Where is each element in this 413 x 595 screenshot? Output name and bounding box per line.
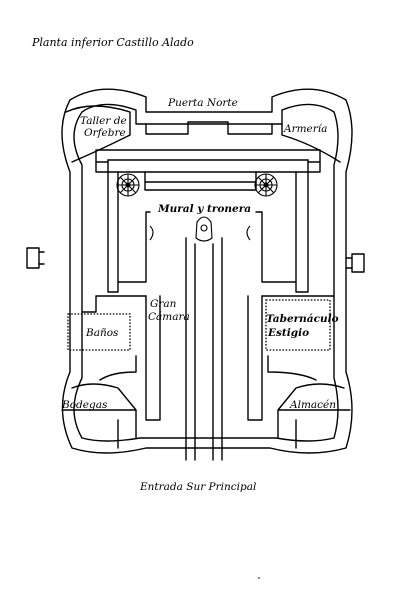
label-tabernaculo-2: Estigio <box>267 327 309 339</box>
west-buttress <box>26 247 40 269</box>
label-tabernaculo-1: Tabernáculo <box>266 313 339 325</box>
label-gran-1: Gran <box>150 298 177 310</box>
central-corridor-inner <box>194 243 214 461</box>
inner-wall <box>73 103 339 442</box>
label-taller-1: Taller de <box>80 115 127 127</box>
east-buttress <box>351 253 365 273</box>
courtyard-top-wall <box>95 149 321 173</box>
label-gran-2: Cámara <box>148 311 190 323</box>
armeria-room-wall <box>281 123 341 163</box>
label-almacen: Almacén <box>289 399 336 411</box>
taller-room-wall <box>65 105 131 163</box>
label-entrada: Entrada Sur Principal <box>139 481 256 493</box>
label-mural: Mural y tronera <box>157 203 251 215</box>
banos-outer-wall <box>81 295 147 381</box>
stray-dot <box>258 577 260 579</box>
east-pillar-icon <box>246 225 251 241</box>
label-armeria: Armería <box>283 123 327 135</box>
east-rosette-icon <box>254 173 278 197</box>
label-puerta-norte: Puerta Norte <box>167 97 238 109</box>
tabernaculo-room <box>265 299 331 351</box>
central-corridor <box>185 237 223 461</box>
east-hall-wall <box>247 295 263 421</box>
west-pillar-icon <box>149 225 154 241</box>
banos-room <box>67 313 131 351</box>
statue-icon <box>195 216 213 242</box>
label-banos: Baños <box>85 327 119 339</box>
courtyard-inner-top <box>95 159 321 163</box>
outer-wall <box>61 88 353 454</box>
west-rosette-icon <box>116 173 140 197</box>
west-column <box>107 159 151 293</box>
plan-title: Planta inferior Castillo Alado <box>31 36 194 49</box>
label-taller-2: Orfebre <box>84 127 126 139</box>
mural-gallery <box>144 171 257 191</box>
almacen-room-wall <box>277 383 351 439</box>
east-column <box>255 159 309 293</box>
bodegas-room-wall <box>61 383 137 439</box>
tabernaculo-outer-wall <box>261 295 335 381</box>
south-wall-detail <box>117 419 297 449</box>
north-gate <box>145 121 273 135</box>
gran-camara-wall <box>145 295 161 421</box>
east-wall-link <box>345 257 353 269</box>
label-bodegas: Bodegas <box>61 399 108 411</box>
west-wall-link <box>38 251 45 265</box>
